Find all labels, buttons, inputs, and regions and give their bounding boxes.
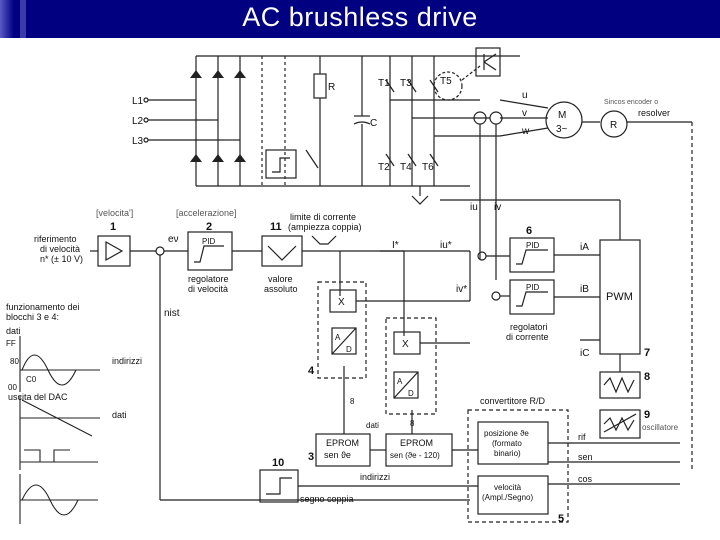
label-ia: iA xyxy=(580,242,589,253)
label-oscillatore: oscillatore xyxy=(642,423,679,432)
label-pos-3: binario) xyxy=(494,449,521,458)
label-pid-i2: PID xyxy=(526,283,540,292)
label-t3: T3 xyxy=(400,78,412,89)
label-iu: iu xyxy=(470,202,478,213)
label-sen: sen xyxy=(578,452,593,462)
label-ff: FF xyxy=(6,339,16,348)
label-n3: 3 xyxy=(308,451,314,463)
label-00: 00 xyxy=(8,383,17,392)
label-resolver-r: R xyxy=(610,120,617,131)
label-rif-vel-1: riferimento xyxy=(34,234,77,244)
label-funz-1: funzionamento dei xyxy=(6,302,80,312)
label-dati-wave: dati xyxy=(112,410,127,420)
label-valore-2: assoluto xyxy=(264,284,298,294)
title-band xyxy=(0,0,720,38)
label-rif: rif xyxy=(578,432,586,442)
label-n2: 2 xyxy=(206,221,212,233)
label-eprom2-2: sen (ϑe - 120) xyxy=(390,451,440,460)
label-x1: X xyxy=(338,297,345,308)
label-conv-rd: convertitore R/D xyxy=(480,396,546,406)
label-segno-coppia: segno coppia xyxy=(300,494,354,504)
slide-title: AC brushless drive xyxy=(242,2,478,32)
label-resolver: resolver xyxy=(638,108,670,118)
title-band-stripe xyxy=(20,0,26,38)
label-a1: A xyxy=(335,333,341,342)
label-t2: T2 xyxy=(378,162,390,173)
label-vel-amp-2: (Ampl./Segno) xyxy=(482,493,533,502)
label-d1: D xyxy=(346,345,352,354)
label-r: R xyxy=(328,82,335,93)
label-n6: 6 xyxy=(526,225,532,237)
label-t4: T4 xyxy=(400,162,412,173)
label-t5: T5 xyxy=(440,76,452,87)
label-n5: 5 xyxy=(558,513,564,525)
label-n11: 11 xyxy=(270,221,282,233)
block-diagram: L1 L2 L3 R C T1 T3 T5 T2 T4 T6 u v w M 3… xyxy=(6,47,693,525)
diagram-sheet: L1 L2 L3 R C T1 T3 T5 T2 T4 T6 u v w M 3… xyxy=(0,38,706,540)
label-n9: 9 xyxy=(644,409,650,421)
label-limite-2: (ampiezza coppia) xyxy=(288,222,362,232)
label-dati: dati xyxy=(6,326,21,336)
label-cos: cos xyxy=(578,474,593,484)
label-motor-phase: 3~ xyxy=(556,124,568,135)
label-a2: A xyxy=(397,377,403,386)
label-ib: iB xyxy=(580,284,589,295)
label-d2: D xyxy=(408,389,414,398)
label-rif-vel-3: n* (± 10 V) xyxy=(40,254,83,264)
label-rif-vel-2: di velocità xyxy=(40,244,80,254)
label-accelerazione: [accelerazione] xyxy=(176,208,237,218)
label-reg-corr-1: regolatori xyxy=(510,322,548,332)
label-c0: C0 xyxy=(26,375,37,384)
label-eprom2-1: EPROM xyxy=(400,438,433,448)
label-n7: 7 xyxy=(644,347,650,359)
label-sincos: Sincos encoder o xyxy=(604,99,658,106)
label-pid-speed: PID xyxy=(202,237,216,246)
label-nist: nist xyxy=(164,308,180,319)
label-u: u xyxy=(522,90,528,101)
label-t6: T6 xyxy=(422,162,434,173)
label-uscita-dac: uscita del DAC xyxy=(8,392,68,402)
label-indirizzi: indirizzi xyxy=(360,472,390,482)
label-t1: T1 xyxy=(378,78,390,89)
label-pos-2: (formato xyxy=(492,439,522,448)
label-n4: 4 xyxy=(308,365,315,377)
label-reg-vel-1: regolatore xyxy=(188,274,229,284)
label-dati-bus: dati xyxy=(366,421,379,430)
label-funz-2: blocchi 3 e 4: xyxy=(6,312,59,322)
label-l2: L2 xyxy=(132,116,144,127)
label-iv-star: iv* xyxy=(456,284,467,295)
label-pos-1: posizione ϑe xyxy=(484,429,529,438)
label-x2: X xyxy=(402,339,409,350)
label-vel-amp-1: velocità xyxy=(494,483,522,492)
label-indirizzi-wave: indirizzi xyxy=(112,356,142,366)
label-bus8-a: 8 xyxy=(350,397,355,406)
label-limite-1: limite di corrente xyxy=(290,212,356,222)
label-ic: iC xyxy=(580,348,589,359)
label-iu-star: iu* xyxy=(440,240,452,251)
title-band-accent xyxy=(0,0,14,38)
label-valore-1: valore xyxy=(268,274,293,284)
label-iv: iv xyxy=(494,202,501,213)
label-eprom1-1: EPROM xyxy=(326,438,359,448)
label-ev: eν xyxy=(168,234,179,245)
label-n1: 1 xyxy=(110,221,116,233)
label-80: 80 xyxy=(10,357,19,366)
label-bus8-b: 8 xyxy=(410,419,415,428)
label-pwm: PWM xyxy=(606,291,633,303)
label-pid-i1: PID xyxy=(526,241,540,250)
label-l3: L3 xyxy=(132,136,144,147)
label-w: w xyxy=(521,126,530,137)
label-l1: L1 xyxy=(132,96,144,107)
label-n8: 8 xyxy=(644,371,650,383)
label-reg-vel-2: di velocità xyxy=(188,284,228,294)
label-eprom1-2: sen ϑe xyxy=(324,450,351,460)
label-i-star: I* xyxy=(392,240,399,251)
label-motor: M xyxy=(558,110,566,121)
label-c: C xyxy=(370,118,377,129)
label-reg-corr-2: di corrente xyxy=(506,332,549,342)
label-n10: 10 xyxy=(272,457,284,469)
label-v: v xyxy=(522,108,527,119)
label-velocita: [velocita'] xyxy=(96,208,133,218)
